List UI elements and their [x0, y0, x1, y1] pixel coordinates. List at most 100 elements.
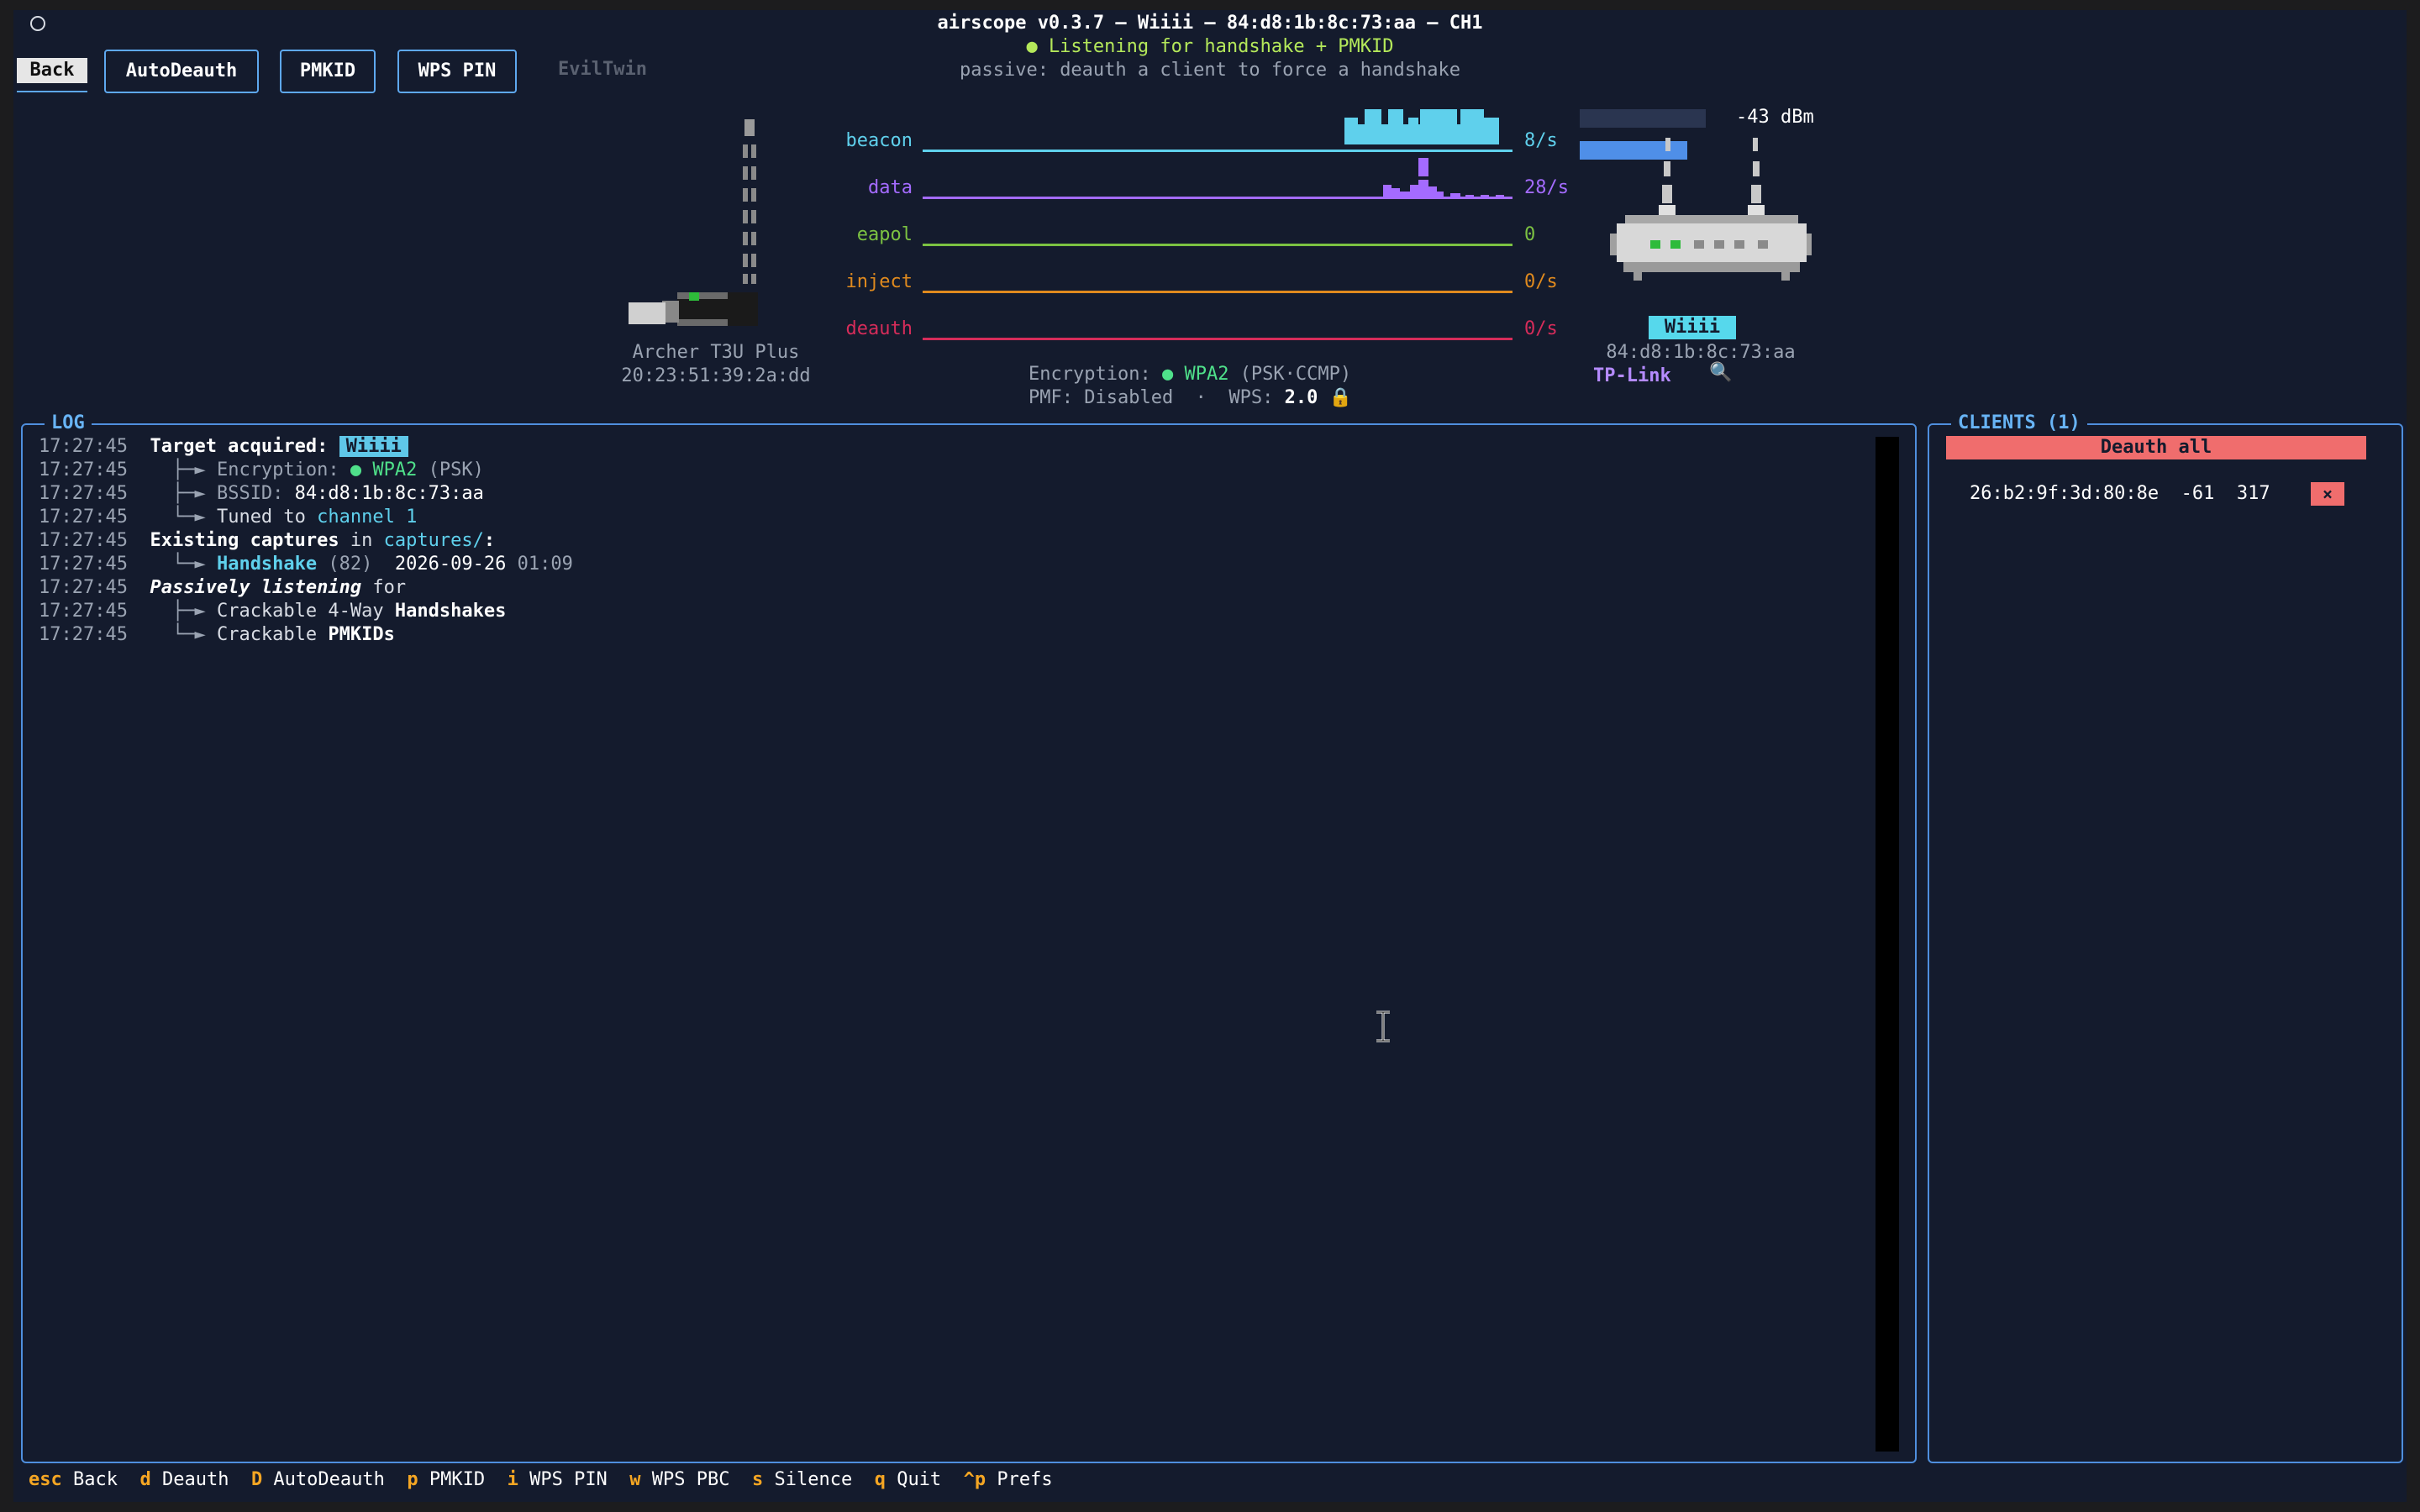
log-line: 17:27:45 Existing captures in captures/:	[39, 529, 573, 553]
pmkid-button[interactable]: PMKID	[280, 50, 376, 93]
graph-rate-beacon: 8/s	[1524, 130, 1558, 151]
log-line: 17:27:45 └─► Crackable PMKIDs	[39, 623, 573, 647]
search-icon[interactable]: 🔍	[1709, 362, 1733, 383]
graph-label-eapol: eapol	[856, 224, 913, 245]
log-title: LOG	[45, 412, 92, 435]
log-text: Handshake	[216, 554, 318, 575]
footer-key: w	[629, 1469, 641, 1490]
graph-rate-deauth: 0/s	[1524, 318, 1558, 339]
graph-label-deauth: deauth	[845, 318, 913, 339]
log-tree-prefix: └─►	[150, 507, 217, 528]
log-line: 17:27:45 └─► Handshake (82) 2026-09-26 0…	[39, 553, 573, 576]
log-timestamp: 17:27:45	[39, 483, 128, 504]
footer-key: s	[752, 1469, 764, 1490]
client-rssi: -61	[2181, 483, 2215, 504]
log-line: 17:27:45 ├─► Crackable 4-Way Handshakes	[39, 600, 573, 623]
log-timestamp: 17:27:45	[39, 530, 128, 551]
deauth-all-button[interactable]: Deauth all	[1946, 436, 2366, 459]
encryption-label: Encryption:	[1028, 364, 1151, 385]
wps-version: 2.0	[1284, 387, 1318, 408]
log-tree-prefix: ├─►	[150, 483, 217, 504]
log-tree-prefix: └─►	[150, 624, 217, 645]
clients-title: CLIENTS (1)	[1951, 412, 2087, 435]
client-row[interactable]: 26:b2:9f:3d:80:8e -61 317	[1970, 482, 2270, 506]
log-line: 17:27:45 ├─► BSSID: 84:d8:1b:8c:73:aa	[39, 482, 573, 506]
log-text: Target acquired:	[150, 436, 339, 457]
footer-shortcut[interactable]: ^p Prefs	[964, 1469, 1075, 1490]
usb-adapter-icon	[629, 119, 758, 326]
log-timestamp: 17:27:45	[39, 436, 128, 457]
status-dot-icon: ●	[1026, 36, 1038, 57]
log-tree-prefix: ├─►	[150, 459, 217, 480]
text-cursor-icon	[1376, 1011, 1390, 1042]
footer-key: D	[250, 1469, 263, 1490]
footer-shortcut[interactable]: d Deauth	[139, 1469, 250, 1490]
log-timestamp: 17:27:45	[39, 601, 128, 622]
graph-line-eapol	[923, 244, 1512, 246]
log-line: 17:27:45 ├─► Encryption: ● WPA2 (PSK)	[39, 459, 573, 482]
log-text: for	[361, 577, 407, 598]
footer-label: Back	[61, 1469, 140, 1490]
eviltwin-button[interactable]: EvilTwin	[558, 59, 647, 80]
log-text: captures/	[383, 530, 484, 551]
footer-shortcut[interactable]: p PMKID	[407, 1469, 507, 1490]
graph-label-inject: inject	[845, 271, 913, 292]
footer-label: Silence	[763, 1469, 875, 1490]
log-text: Tuned to	[216, 507, 318, 528]
footer-key: d	[139, 1469, 151, 1490]
footer-label: PMKID	[418, 1469, 508, 1490]
footer-shortcut[interactable]: q Quit	[875, 1469, 964, 1490]
header-title: airscope v0.3.7 — Wiiii — 84:d8:1b:8c:73…	[937, 13, 1483, 34]
footer-label: Quit	[885, 1469, 964, 1490]
log-text: (PSK)	[417, 459, 484, 480]
footer-key: esc	[29, 1469, 62, 1490]
footer-shortcut[interactable]: i WPS PIN	[508, 1469, 630, 1490]
footer-key: q	[874, 1469, 886, 1490]
log-text: :	[483, 530, 496, 551]
encryption-dot-icon: ●	[1161, 364, 1174, 385]
footer-shortcut[interactable]: s Silence	[752, 1469, 875, 1490]
autodeauth-button[interactable]: AutoDeauth	[104, 50, 259, 93]
signal-strength: -43 dBm	[1736, 107, 1814, 128]
log-text: Crackable 4-Way	[216, 601, 395, 622]
log-timestamp: 17:27:45	[39, 624, 128, 645]
encryption-value: WPA2	[1184, 364, 1229, 385]
log-scrollbar[interactable]	[1876, 437, 1899, 1452]
signal-bar	[1580, 109, 1706, 160]
log-text: Handshakes	[394, 601, 507, 622]
target-ssid-tag: Wiiii	[1649, 316, 1736, 339]
status-circle-icon	[30, 16, 45, 31]
log-text: Encryption:	[216, 459, 350, 480]
adapter-mac: 20:23:51:39:2a:dd	[621, 365, 811, 386]
back-button[interactable]: Back	[17, 58, 87, 83]
pmf-label: PMF: Disabled · WPS:	[1028, 387, 1274, 408]
router-icon	[1610, 138, 1812, 281]
signal-bar-fill	[1580, 141, 1687, 160]
graph-label-data: data	[868, 177, 913, 198]
target-vendor: TP-Link	[1593, 365, 1671, 386]
adapter-name: Archer T3U Plus	[632, 342, 800, 363]
beacon-sparkline	[1344, 109, 1499, 144]
pmf-wps-info: PMF: Disabled · WPS: 2.0 🔒	[1028, 386, 1352, 410]
log-text: in	[339, 530, 384, 551]
wps-pin-button[interactable]: WPS PIN	[397, 50, 517, 93]
graph-line-beacon	[923, 150, 1512, 152]
client-deauth-button[interactable]: ×	[2311, 482, 2344, 506]
status-text: Listening for handshake + PMKID	[1048, 36, 1394, 57]
footer-shortcut[interactable]: w WPS PBC	[629, 1469, 752, 1490]
log-text: 01:09	[517, 554, 573, 575]
encryption-cipher: (PSK·CCMP)	[1239, 364, 1352, 385]
log-timestamp: 17:27:45	[39, 459, 128, 480]
footer-label: Deauth	[150, 1469, 251, 1490]
footer-shortcut[interactable]: esc Back	[29, 1469, 139, 1490]
log-text: 2026-09-26	[372, 554, 518, 575]
log-text: Wiiii	[339, 436, 408, 457]
graph-rate-eapol: 0	[1524, 224, 1536, 245]
log-timestamp: 17:27:45	[39, 554, 128, 575]
footer-shortcut[interactable]: D AutoDeauth	[251, 1469, 407, 1490]
header-subtitle: passive: deauth a client to force a hand…	[959, 60, 1461, 81]
graph-line-deauth	[923, 338, 1512, 340]
footer-label: AutoDeauth	[262, 1469, 408, 1490]
log-text: Passively listening	[150, 577, 362, 598]
